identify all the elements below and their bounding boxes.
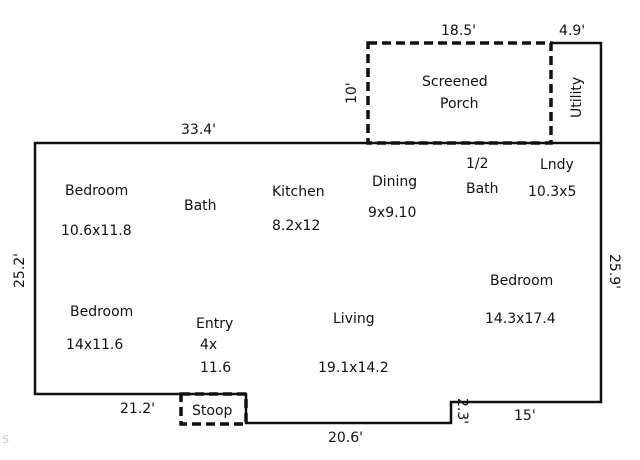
room-laundry-name: Lndy xyxy=(540,157,574,173)
dim-left-side: 25.2' xyxy=(12,253,28,288)
room-bedroom-3-name: Bedroom xyxy=(490,273,553,289)
room-stoop-name: Stoop xyxy=(192,403,233,419)
room-kitchen-name: Kitchen xyxy=(272,184,325,200)
room-bath-name: Bath xyxy=(184,198,217,214)
dim-step-offset: 2.3' xyxy=(454,398,470,424)
dim-top-main: 33.4' xyxy=(181,122,216,138)
dim-porch-depth: 10' xyxy=(344,82,360,104)
porch-name-line2: Porch xyxy=(440,96,479,112)
room-bedroom-2-name: Bedroom xyxy=(70,304,133,320)
dim-bottom-left: 21.2' xyxy=(120,401,155,417)
utility-outline xyxy=(551,41,603,143)
room-entry-size-line1: 4x xyxy=(200,337,217,353)
room-bedroom-3-size: 14.3x17.4 xyxy=(485,311,556,327)
house-outline xyxy=(33,141,603,425)
room-bedroom-1-size: 10.6x11.8 xyxy=(61,223,132,239)
room-living-size: 19.1x14.2 xyxy=(318,360,389,376)
room-half-bath-line1: 1/2 xyxy=(466,156,489,172)
watermark: S xyxy=(2,433,9,446)
dim-bottom-right: 15' xyxy=(514,408,536,424)
room-living-name: Living xyxy=(333,311,375,327)
room-kitchen-size: 8.2x12 xyxy=(272,218,320,234)
dim-bottom-mid: 20.6' xyxy=(328,430,363,446)
screened-porch-outline xyxy=(366,41,553,145)
room-dining-name: Dining xyxy=(372,174,417,190)
room-bedroom-1-name: Bedroom xyxy=(65,183,128,199)
room-entry-name: Entry xyxy=(196,316,233,332)
porch-name-line1: Screened xyxy=(422,74,488,90)
dim-porch-width: 18.5' xyxy=(441,23,476,39)
stoop-outline xyxy=(179,392,248,426)
room-half-bath-line2: Bath xyxy=(466,181,499,197)
room-laundry-size: 10.3x5 xyxy=(528,184,576,200)
room-dining-size: 9x9.10 xyxy=(368,205,416,221)
room-utility-name: Utility xyxy=(569,77,585,118)
room-entry-size-line2: 11.6 xyxy=(200,360,231,376)
dim-utility-width: 4.9' xyxy=(559,23,585,39)
dim-right-side: 25.9' xyxy=(606,254,622,289)
room-bedroom-2-size: 14x11.6 xyxy=(66,337,123,353)
